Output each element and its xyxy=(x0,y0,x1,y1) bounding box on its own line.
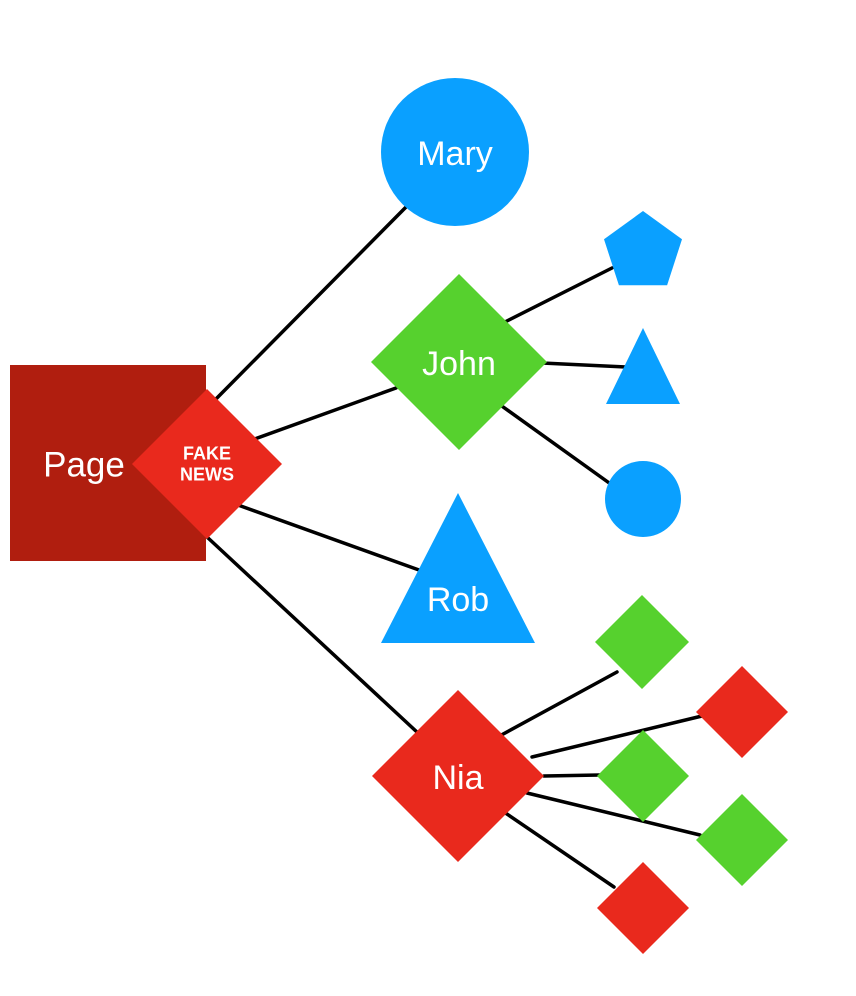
pentagon-1-shape xyxy=(604,211,682,286)
rob-shape xyxy=(381,493,535,643)
node-circle-1[interactable] xyxy=(605,461,681,537)
edge-nia-to-green-diamond-3 xyxy=(525,791,702,837)
nia-shape xyxy=(372,690,544,862)
green-diamond-1-shape xyxy=(595,595,689,689)
node-rob[interactable]: Rob xyxy=(381,493,535,643)
edge-nia-to-green-diamond-1 xyxy=(492,670,619,741)
mary-shape xyxy=(381,78,529,226)
edge-john-to-circle-1 xyxy=(497,402,614,487)
node-red-diamond-2[interactable] xyxy=(597,862,689,954)
node-green-diamond-2[interactable] xyxy=(597,730,689,822)
edge-fake-news-to-rob xyxy=(236,503,421,572)
red-diamond-2-shape xyxy=(597,862,689,954)
node-red-diamond-1[interactable] xyxy=(696,666,788,758)
edge-john-to-pentagon-1 xyxy=(499,266,614,326)
red-diamond-1-shape xyxy=(696,666,788,758)
node-pentagon-1[interactable] xyxy=(604,211,682,286)
edge-fake-news-to-john xyxy=(250,386,398,442)
edge-fake-news-to-mary xyxy=(211,202,411,404)
node-green-diamond-1[interactable] xyxy=(595,595,689,689)
green-diamond-2-shape xyxy=(597,730,689,822)
triangle-1-shape xyxy=(606,328,680,404)
green-diamond-3-shape xyxy=(696,794,788,886)
edge-john-to-triangle-1 xyxy=(540,361,628,369)
node-green-diamond-3[interactable] xyxy=(696,794,788,886)
node-john[interactable]: John xyxy=(371,274,547,450)
edge-nia-to-green-diamond-2 xyxy=(542,773,602,778)
fake-news-shape xyxy=(132,389,282,539)
edge-nia-to-red-diamond-2 xyxy=(502,810,616,889)
edge-fake-news-to-nia xyxy=(205,535,420,735)
node-mary[interactable]: Mary xyxy=(381,78,529,226)
john-shape xyxy=(371,274,547,450)
circle-1-shape xyxy=(605,461,681,537)
edge-nia-to-red-diamond-1 xyxy=(530,714,704,759)
node-triangle-1[interactable] xyxy=(606,328,680,404)
